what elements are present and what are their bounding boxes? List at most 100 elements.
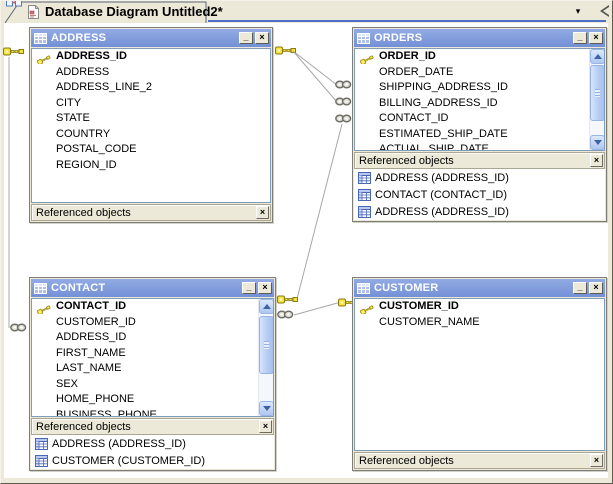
scrollbar-thumb[interactable] — [259, 316, 273, 374]
column-actual_ship_date[interactable]: ACTUAL_SHIP_DATE — [355, 142, 604, 151]
column-business_phone[interactable]: BUSINESS_PHONE — [32, 408, 273, 417]
thumb-grip — [595, 89, 600, 97]
vertical-scrollbar[interactable] — [589, 49, 604, 150]
table-icon — [358, 205, 371, 218]
column-postal_code[interactable]: POSTAL_CODE — [32, 142, 270, 158]
column-address_id[interactable]: ADDRESS_ID — [32, 330, 273, 346]
column-address[interactable]: ADDRESS — [32, 65, 270, 81]
column-name: REGION_ID — [56, 158, 117, 171]
column-billing_address_id[interactable]: BILLING_ADDRESS_ID — [355, 96, 604, 112]
minimize-button[interactable]: _ — [242, 282, 256, 294]
vertical-scrollbar[interactable] — [258, 299, 273, 416]
close-button[interactable]: × — [589, 32, 603, 44]
column-shipping_address_id[interactable]: SHIPPING_ADDRESS_ID — [355, 80, 604, 96]
column-estimated_ship_date[interactable]: ESTIMATED_SHIP_DATE — [355, 127, 604, 143]
referenced-object-row[interactable]: ADDRESS (ADDRESS_ID) — [31, 435, 274, 452]
column-name: ESTIMATED_SHIP_DATE — [379, 127, 508, 140]
primary-key-icon — [36, 54, 51, 64]
column-name: ADDRESS_ID — [56, 50, 127, 62]
column-contact_id[interactable]: CONTACT_ID — [355, 111, 604, 127]
referenced-object-label: ADDRESS (ADDRESS_ID) — [375, 171, 509, 184]
referenced-object-label: ADDRESS (ADDRESS_ID) — [375, 205, 509, 218]
column-city[interactable]: CITY — [32, 96, 270, 112]
minimize-button[interactable]: _ — [573, 32, 587, 44]
column-name: ACTUAL_SHIP_DATE — [379, 143, 489, 151]
tab-title: Database Diagram Untitled2* — [45, 4, 223, 19]
referenced-object-row[interactable]: ADDRESS (ADDRESS_ID) — [354, 203, 605, 220]
column-name: BILLING_ADDRESS_ID — [379, 96, 498, 109]
column-name: LAST_NAME — [56, 362, 122, 374]
column-name: HOME_PHONE — [56, 393, 135, 405]
table-icon — [357, 32, 370, 44]
scroll-down-button[interactable] — [259, 401, 273, 416]
column-name: ADDRESS — [56, 65, 110, 78]
minimize-button[interactable]: _ — [239, 32, 253, 44]
referenced-objects-bar[interactable]: Referenced objects × — [354, 152, 605, 169]
table-icon — [358, 171, 371, 184]
column-country[interactable]: COUNTRY — [32, 127, 270, 143]
entity-title-bar[interactable]: CUSTOMER _ × — [354, 279, 605, 297]
column-name: ORDER_ID — [379, 50, 436, 62]
referenced-objects-bar[interactable]: Referenced objects × — [31, 418, 274, 435]
column-order_id[interactable]: ORDER_ID — [355, 49, 604, 65]
referenced-objects-label: Referenced objects — [36, 420, 131, 433]
scroll-tabs-icon[interactable] — [600, 5, 609, 17]
panel-close-button[interactable]: × — [259, 420, 272, 433]
panel-close-button[interactable]: × — [590, 454, 603, 467]
close-button[interactable]: × — [258, 282, 272, 294]
panel-close-button[interactable]: × — [590, 154, 603, 167]
column-contact_id[interactable]: CONTACT_ID — [32, 299, 273, 315]
table-icon — [35, 437, 48, 450]
entity-title-bar[interactable]: ORDERS _ × — [354, 29, 605, 47]
column-address_line_2[interactable]: ADDRESS_LINE_2 — [32, 80, 270, 96]
entity-customer[interactable]: CUSTOMER _ × CUSTOMER_ID CUSTOMER_NAME Re… — [352, 277, 607, 471]
column-first_name[interactable]: FIRST_NAME — [32, 346, 273, 362]
minimize-button[interactable]: _ — [573, 282, 587, 294]
arrow-down-icon — [593, 140, 602, 145]
entity-title: ADDRESS — [51, 32, 107, 44]
column-name: CUSTOMER_ID — [379, 300, 459, 312]
scroll-down-button[interactable] — [590, 135, 604, 150]
entity-title: ORDERS — [374, 32, 423, 44]
column-customer_name[interactable]: CUSTOMER_NAME — [355, 315, 604, 331]
referenced-objects-list: ADDRESS (ADDRESS_ID) CONTACT (CONTACT_ID)… — [354, 169, 605, 220]
panel-close-button[interactable]: × — [256, 206, 269, 219]
column-order_date[interactable]: ORDER_DATE — [355, 65, 604, 81]
referenced-object-row[interactable]: ADDRESS (ADDRESS_ID) — [354, 169, 605, 186]
column-name: CITY — [56, 96, 82, 109]
entity-title-bar[interactable]: ADDRESS _ × — [31, 29, 271, 47]
column-customer_id[interactable]: CUSTOMER_ID — [32, 315, 273, 331]
table-icon — [35, 454, 48, 467]
active-tab-underline — [208, 20, 606, 22]
column-home_phone[interactable]: HOME_PHONE — [32, 392, 273, 408]
column-address_id[interactable]: ADDRESS_ID — [32, 49, 270, 65]
referenced-object-row[interactable]: CUSTOMER (CUSTOMER_ID) — [31, 452, 274, 469]
table-icon — [357, 282, 370, 294]
column-last_name[interactable]: LAST_NAME — [32, 361, 273, 377]
entity-address[interactable]: ADDRESS _ × ADDRESS_ID ADDRESS ADDRESS_LIN… — [29, 27, 273, 223]
scroll-up-button[interactable] — [259, 299, 273, 314]
close-button[interactable]: × — [255, 32, 269, 44]
column-customer_id[interactable]: CUSTOMER_ID — [355, 299, 604, 315]
referenced-object-row[interactable]: CONTACT (CONTACT_ID) — [354, 186, 605, 203]
column-name: SEX — [56, 377, 79, 390]
column-state[interactable]: STATE — [32, 111, 270, 127]
scroll-up-button[interactable] — [590, 49, 604, 64]
column-sex[interactable]: SEX — [32, 377, 273, 393]
tab-list-dropdown-icon[interactable]: ▾ — [575, 6, 581, 16]
referenced-objects-bar[interactable]: Referenced objects × — [354, 452, 605, 469]
column-name: CUSTOMER_ID — [56, 315, 136, 328]
column-name: SHIPPING_ADDRESS_ID — [379, 81, 508, 93]
entity-title-bar[interactable]: CONTACT _ × — [31, 279, 274, 297]
column-list[interactable]: CUSTOMER_ID CUSTOMER_NAME — [354, 298, 605, 451]
close-button[interactable]: × — [589, 282, 603, 294]
scrollbar-thumb[interactable] — [590, 65, 604, 121]
column-name: COUNTRY — [56, 127, 111, 140]
referenced-objects-bar[interactable]: Referenced objects × — [31, 204, 271, 221]
column-region_id[interactable]: REGION_ID — [32, 158, 270, 174]
